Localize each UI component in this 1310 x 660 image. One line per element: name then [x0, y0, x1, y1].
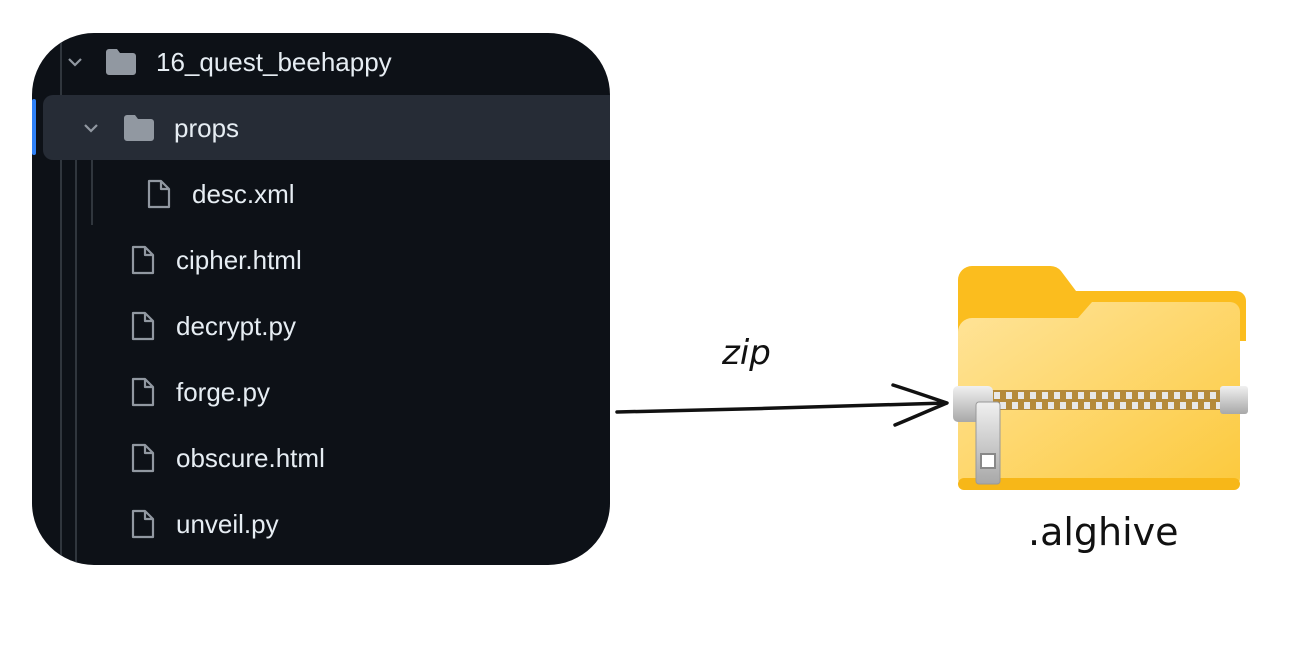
- zipper-tooth: [1204, 402, 1210, 409]
- chevron-down-icon: [84, 124, 98, 133]
- tree-item-file[interactable]: obscure.html: [130, 438, 325, 478]
- zipper-tooth: [1090, 392, 1096, 399]
- file-name: decrypt.py: [176, 310, 296, 341]
- zipper-tooth: [1060, 402, 1066, 409]
- tree-item-file[interactable]: unveil.py: [130, 504, 279, 544]
- zipper-tooth: [1042, 392, 1048, 399]
- file-name: cipher.html: [176, 244, 302, 275]
- zipper-tooth: [1084, 402, 1090, 409]
- zipper-tooth: [1156, 402, 1162, 409]
- zipper-tooth: [1150, 392, 1156, 399]
- zipper-tooth: [1216, 402, 1222, 409]
- zipper-tooth: [1024, 402, 1030, 409]
- zipper-tooth: [1192, 402, 1198, 409]
- zipper-tooth: [1114, 392, 1120, 399]
- zipper-tooth: [1054, 392, 1060, 399]
- zipper-tooth: [1018, 392, 1024, 399]
- zipper-tooth: [1012, 402, 1018, 409]
- zipper-tooth: [1162, 392, 1168, 399]
- file-icon: [147, 179, 171, 209]
- zipper-tooth: [1000, 402, 1006, 409]
- indent-guide: [91, 160, 93, 225]
- zipper-tooth: [1168, 402, 1174, 409]
- tree-item-file[interactable]: desc.xml: [146, 174, 295, 214]
- zipper-tooth: [1102, 392, 1108, 399]
- zipper-tooth: [1120, 402, 1126, 409]
- file-tree-panel: 16_quest_beehappy props desc.xml cipher.…: [32, 33, 610, 565]
- zipper-tooth: [1108, 402, 1114, 409]
- archive-label: .alghive: [1028, 510, 1179, 554]
- zipper-tooth: [1180, 402, 1186, 409]
- arrow-label: zip: [722, 333, 771, 373]
- zipper-tooth: [1144, 402, 1150, 409]
- tree-item-file[interactable]: forge.py: [130, 372, 270, 412]
- zipper-tooth: [1198, 392, 1204, 399]
- file-icon: [131, 245, 155, 275]
- tree-item-root-folder[interactable]: 16_quest_beehappy: [66, 42, 392, 82]
- folder-name: props: [174, 112, 240, 143]
- zipper-tooth: [1048, 402, 1054, 409]
- zipper-tooth: [1174, 392, 1180, 399]
- file-name: forge.py: [176, 376, 270, 407]
- file-name: obscure.html: [176, 442, 325, 473]
- folder-icon: [106, 49, 136, 75]
- file-icon: [131, 443, 155, 473]
- folder-icon: [124, 115, 154, 141]
- zipper-tooth: [1132, 402, 1138, 409]
- active-indicator: [32, 99, 36, 155]
- zipper-tooth: [1186, 392, 1192, 399]
- tree-item-props-folder[interactable]: props: [82, 108, 239, 148]
- chevron-down-icon: [68, 58, 82, 67]
- tree-item-file[interactable]: cipher.html: [130, 240, 302, 280]
- zipper-tooth: [994, 392, 1000, 399]
- folder-name: 16_quest_beehappy: [156, 46, 392, 77]
- indent-guide: [60, 33, 62, 565]
- zipper-tooth: [1138, 392, 1144, 399]
- zipper-tooth: [1066, 392, 1072, 399]
- zipper-tooth: [1126, 392, 1132, 399]
- file-icon: [131, 509, 155, 539]
- zipper-tooth: [1210, 392, 1216, 399]
- zip-folder-icon: [953, 265, 1248, 490]
- zipper-tooth: [1096, 402, 1102, 409]
- zipper-tooth: [1030, 392, 1036, 399]
- zipper-tooth: [1072, 402, 1078, 409]
- file-icon: [131, 311, 155, 341]
- zipper-tooth: [1036, 402, 1042, 409]
- indent-guide: [75, 95, 77, 565]
- file-name: desc.xml: [192, 178, 295, 209]
- tree-item-file[interactable]: decrypt.py: [130, 306, 296, 346]
- zipper-tooth: [1078, 392, 1084, 399]
- file-icon: [131, 377, 155, 407]
- zipper-tooth: [1006, 392, 1012, 399]
- file-name: unveil.py: [176, 508, 279, 539]
